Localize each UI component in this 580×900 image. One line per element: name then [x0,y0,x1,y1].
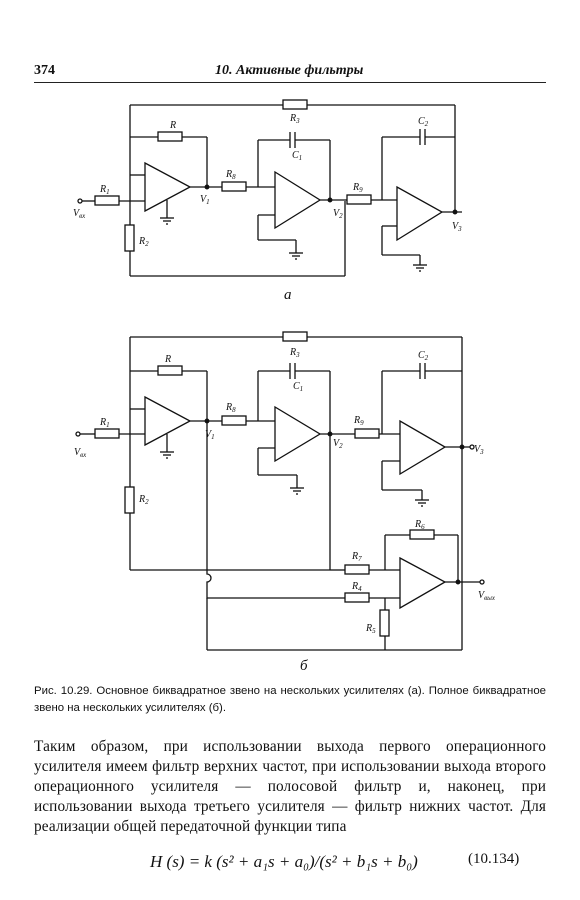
paragraph: Таким образом, при использовании выхода … [34,738,546,835]
label-r1-b: R [99,417,106,428]
opamp-4-b [399,556,447,610]
svg-text:R2: R2 [138,236,149,248]
svg-text:Vвх: Vвх [74,447,87,459]
resistor-r7-b [344,564,370,575]
panel-a-label: a [284,287,292,303]
label-r4-b: R [351,581,358,592]
label-r3-a: R [289,113,296,124]
label-r2-a: R [138,236,145,247]
running-title: 10. Активные фильтры [215,63,364,78]
svg-text:R9: R9 [353,415,364,427]
svg-text:R7: R7 [351,551,362,563]
svg-text:R: R [164,354,171,365]
label-c1-b: C [293,381,300,392]
svg-text:C2: C2 [418,116,429,128]
page-number: 374 [34,63,55,78]
label-r6-b: R [414,519,421,530]
circuit-a [77,99,462,277]
label-c2-a: C [418,116,425,127]
svg-text:C1: C1 [293,381,303,393]
svg-text:V2: V2 [333,208,343,220]
label-vin-b: V [74,447,82,458]
label-c1-a: C [292,150,299,161]
label-r1-a: R [99,184,106,195]
input-terminal-a [77,198,83,204]
opamp-1-b [144,395,192,447]
label-v3-a: V [452,221,460,232]
resistor-r2-a [124,224,135,252]
svg-text:V3: V3 [474,444,484,456]
resistor-r3-a [282,99,308,110]
svg-text:R8: R8 [225,169,236,181]
resistor-r8-a [221,181,247,192]
page-header: 374 10. Активные фильтры [0,0,580,90]
opamp-1-a [144,161,192,213]
equation-number: (10.134) [468,851,520,867]
resistor-r-b [157,365,183,376]
svg-text:V1: V1 [200,194,210,206]
input-terminal-b [75,431,81,437]
resistor-r2-b [124,486,135,514]
svg-text:R8: R8 [225,402,236,414]
svg-text:R: R [169,120,176,131]
svg-text:R4: R4 [351,581,362,593]
opamp-2-b [274,405,322,463]
label-v2-a: V [333,208,341,219]
svg-text:R5: R5 [365,623,376,635]
opamp-2-a [274,170,322,230]
label-vout-b: V [478,590,486,601]
label-r9-a: R [352,182,359,193]
label-r-b: R [164,354,171,365]
label-c2-b: C [418,350,425,361]
resistor-r9-b [354,428,380,439]
resistor-r4-b [344,592,370,603]
header-rule [34,82,546,83]
resistor-r3-b [282,331,308,342]
svg-text:R2: R2 [138,494,149,506]
label-r-a: R [169,120,176,131]
equation: H (s) = k (s² + a₁s + a₀)/(s² + b₁s + b₀… [150,852,418,871]
resistor-r-a [157,131,183,142]
label-v1-a: V [200,194,208,205]
opamp-3-a [396,185,444,242]
svg-text:C1: C1 [292,150,302,162]
svg-text:R1: R1 [99,184,110,196]
resistor-r8-b [221,415,247,426]
opamp-3-b [399,419,447,476]
svg-text:R1: R1 [99,417,110,429]
label-r7-b: R [351,551,358,562]
svg-text:R3: R3 [289,113,300,125]
label-v3-b: V [474,444,482,455]
svg-text:R9: R9 [352,182,363,194]
circuit-b [75,331,485,651]
label-r8-b: R [225,402,232,413]
label-v2-b: V [333,438,341,449]
figure-caption: Рис. 10.29. Основное биквадратное звено … [34,685,546,714]
svg-text:R3: R3 [289,347,300,359]
label-r5-b: R [365,623,372,634]
label-r8-a: R [225,169,232,180]
label-r9-b: R [353,415,360,426]
svg-text:V2: V2 [333,438,343,450]
svg-text:R6: R6 [414,519,425,531]
resistor-r1-a [94,195,120,206]
label-r2-b: R [138,494,145,505]
circuit-figure: R R1 R2 R3 C1 C2 R8 R9 V1 V2 V3 Vвх a [73,99,496,674]
panel-b-label: б [300,658,308,674]
resistor-r5-b [379,609,390,637]
svg-text:Vвх: Vвх [73,208,86,220]
svg-text:Vвых: Vвых [478,590,496,602]
svg-text:V1: V1 [205,429,215,441]
body-text: Таким образом, при использовании выхода … [34,737,546,837]
label-v1-b: V [205,429,213,440]
resistor-r6-b [409,529,435,540]
label-vin-a: V [73,208,81,219]
label-r3-b: R [289,347,296,358]
resistor-r9-a [346,194,372,205]
svg-text:C2: C2 [418,350,429,362]
resistor-r1-b [94,428,120,439]
svg-text:V3: V3 [452,221,462,233]
